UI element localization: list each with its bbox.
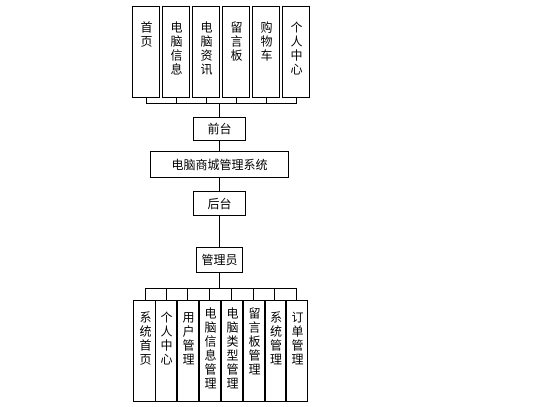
admin-module-system-home: 系统首页	[133, 300, 157, 402]
admin-module-computer-type-management: 电脑类型管理	[221, 300, 243, 402]
admin-module-personal-center: 个人中心	[155, 300, 177, 402]
admin-node: 管理员	[196, 247, 243, 273]
module-personal-center: 个人中心	[282, 6, 310, 98]
backend-node: 后台	[193, 191, 246, 216]
system-node: 电脑商城管理系统	[150, 151, 289, 178]
module-computer-info: 电脑信息	[162, 6, 190, 98]
admin-module-message-board-management: 留言板管理	[243, 300, 265, 402]
module-shopping-cart: 购物车	[252, 6, 280, 98]
admin-module-user-management: 用户管理	[177, 300, 199, 402]
admin-module-order-management: 订单管理	[286, 300, 308, 402]
module-message-board: 留言板	[222, 6, 250, 98]
frontend-node: 前台	[193, 117, 246, 141]
module-home: 首页	[132, 6, 160, 98]
admin-module-computer-info-management: 电脑信息管理	[199, 300, 221, 402]
module-computer-news: 电脑资讯	[192, 6, 220, 98]
admin-module-system-management: 系统管理	[265, 300, 286, 402]
